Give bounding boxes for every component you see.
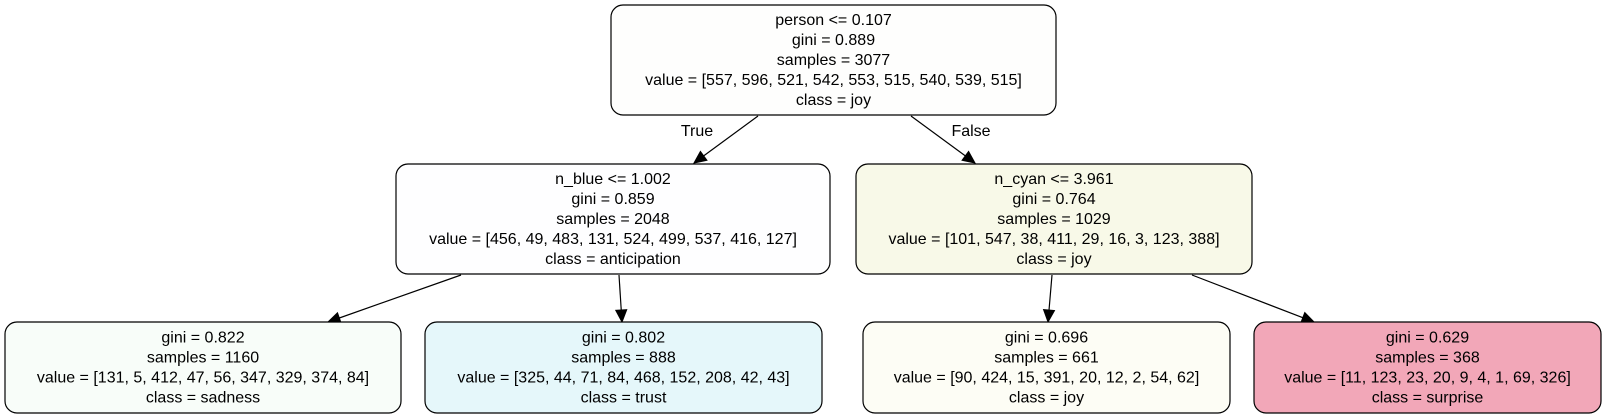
node-line: samples = 1160 <box>147 350 259 367</box>
node-line: samples = 1029 <box>997 211 1111 228</box>
arrowhead-icon <box>961 150 976 164</box>
edge-label-true: True <box>681 123 713 140</box>
tree-node-left-right: gini = 0.802 samples = 888 value = [325, 4… <box>424 321 823 414</box>
node-line: class = trust <box>581 390 667 407</box>
node-line: gini = 0.889 <box>792 32 875 49</box>
arrowhead-icon <box>1300 311 1316 324</box>
node-line: samples = 368 <box>1375 350 1480 367</box>
node-box <box>1253 321 1602 414</box>
node-line: gini = 0.822 <box>161 330 244 347</box>
node-line: class = anticipation <box>545 251 681 268</box>
arrowhead-icon <box>1042 309 1056 324</box>
edge-left-to-left-right <box>618 274 622 311</box>
edge-right-to-right-left <box>1048 274 1053 311</box>
tree-node-root: person <= 0.107 gini = 0.889 samples = 307… <box>610 4 1057 116</box>
edge-root-to-right <box>910 115 966 157</box>
node-line: value = [456, 49, 483, 131, 524, 499, 53… <box>429 231 797 248</box>
node-line: class = joy <box>796 92 871 109</box>
node-line: person <= 0.107 <box>775 12 892 29</box>
node-line: samples = 3077 <box>777 52 891 69</box>
node-line: value = [90, 424, 15, 391, 20, 12, 2, 54… <box>894 370 1200 387</box>
node-box <box>395 163 831 275</box>
node-box <box>862 321 1231 414</box>
node-box <box>4 321 402 414</box>
node-box <box>855 163 1253 275</box>
edge-left-to-left-left <box>339 274 462 319</box>
tree-node-right-left: gini = 0.696 samples = 661 value = [90, 42… <box>862 321 1231 414</box>
node-box <box>610 4 1057 116</box>
edge-right-to-right-right <box>1191 274 1304 319</box>
nodes-layer: person <= 0.107 gini = 0.889 samples = 307… <box>4 4 1602 414</box>
node-line: class = surprise <box>1372 390 1484 407</box>
node-line: samples = 888 <box>571 350 676 367</box>
node-box <box>424 321 823 414</box>
tree-node-right: n_cyan <= 3.961 gini = 0.764 samples = 102… <box>855 163 1253 275</box>
node-line: gini = 0.629 <box>1386 330 1469 347</box>
node-line: value = [101, 547, 38, 411, 29, 16, 3, 1… <box>888 231 1219 248</box>
node-line: value = [11, 123, 23, 20, 9, 4, 1, 69, 3… <box>1284 370 1571 387</box>
arrowhead-icon <box>693 150 708 164</box>
arrowhead-icon <box>614 309 628 324</box>
tree-node-right-right: gini = 0.629 samples = 368 value = [11, 12… <box>1253 321 1602 414</box>
node-line: samples = 661 <box>994 350 1099 367</box>
node-line: gini = 0.764 <box>1012 191 1095 208</box>
node-line: class = sadness <box>146 390 260 407</box>
node-line: n_cyan <= 3.961 <box>994 171 1113 188</box>
node-line: n_blue <= 1.002 <box>555 171 671 188</box>
tree-node-left: n_blue <= 1.002 gini = 0.859 samples = 204… <box>395 163 831 275</box>
node-line: gini = 0.696 <box>1005 330 1088 347</box>
node-line: value = [557, 596, 521, 542, 553, 515, 5… <box>645 72 1022 89</box>
edge-label-false: False <box>951 123 990 140</box>
node-line: samples = 2048 <box>556 211 670 228</box>
tree-node-left-left: gini = 0.822 samples = 1160 value = [131, … <box>4 321 402 414</box>
node-line: gini = 0.859 <box>571 191 654 208</box>
node-line: gini = 0.802 <box>582 330 665 347</box>
node-line: value = [131, 5, 412, 47, 56, 347, 329, … <box>37 370 369 387</box>
edge-root-to-left <box>703 115 759 157</box>
node-line: class = joy <box>1016 251 1091 268</box>
node-line: class = joy <box>1009 390 1084 407</box>
node-line: value = [325, 44, 71, 84, 468, 152, 208,… <box>457 370 789 387</box>
